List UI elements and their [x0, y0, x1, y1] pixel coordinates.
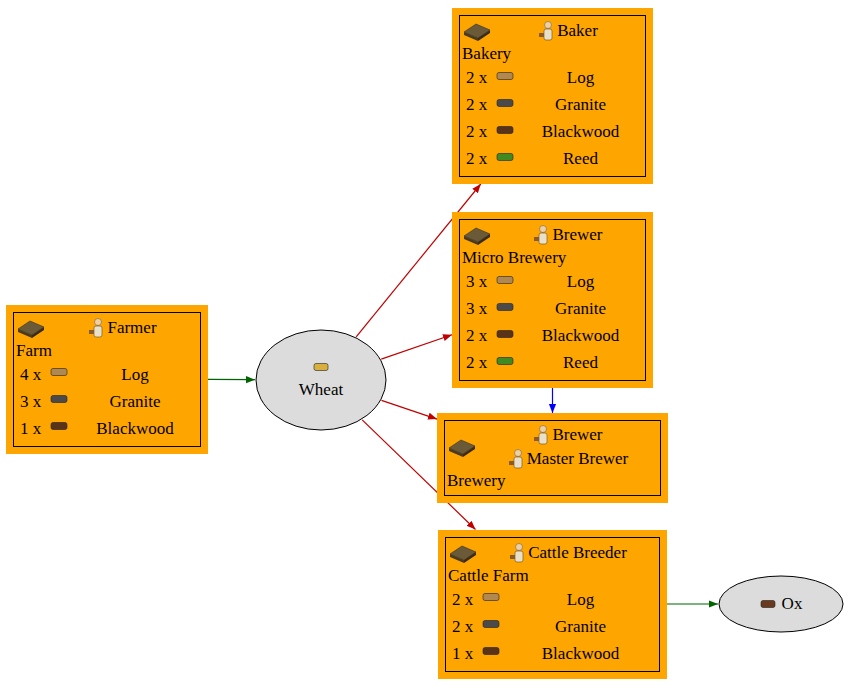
cost-material: Granite [508, 613, 657, 640]
inner-frame: BrewerMicro Brewery3 xLog3 xGranite2 xBl… [459, 219, 646, 381]
worker-icon [87, 317, 105, 339]
cost-amount: 3 x [462, 295, 496, 322]
worker-name: Cattle Breeder [528, 543, 627, 563]
cost-amount: 1 x [16, 415, 50, 442]
material-icon [496, 69, 514, 83]
flow-arrow [667, 603, 718, 604]
inner-frame: BakerBakery2 xLog2 xGranite2 xBlackwood2… [459, 15, 646, 177]
material-icon [496, 96, 514, 110]
worker-icon [508, 542, 526, 564]
worker-name: Baker [557, 21, 598, 41]
ware-ellipse: Wheat [255, 329, 387, 431]
building-box: FarmerFarm4 x Log 3 x Granite 1 x Blackwood [6, 305, 208, 454]
building-name: Cattle Farm [448, 566, 657, 586]
material-icon [496, 300, 514, 314]
flow-arrow [208, 379, 255, 380]
worker-name: Brewer [552, 225, 602, 245]
material-icon [482, 590, 500, 604]
building-name: Micro Brewery [462, 248, 643, 268]
building-box: Cattle BreederCattle Farm2 xLog2 xGranit… [438, 530, 667, 679]
material-icon [50, 365, 68, 379]
worker-icon [532, 224, 550, 246]
cost-material: Granite [522, 91, 643, 118]
material-icon [482, 644, 500, 658]
cost-amount: 2 x [448, 586, 482, 613]
cost-amount: 2 x [462, 64, 496, 91]
worker-icon [532, 424, 550, 446]
flow-arrow [381, 335, 452, 359]
material-icon [496, 150, 514, 164]
worker-icon [507, 448, 525, 470]
flow-arrow [552, 388, 553, 413]
material-icon [496, 273, 514, 287]
cost-amount: 4 x [16, 361, 50, 388]
material-icon [50, 392, 68, 406]
cost-material: Blackwood [508, 640, 657, 667]
worker-name: Master Brewer [527, 449, 629, 469]
ware-icon [313, 360, 329, 374]
material-icon [482, 617, 500, 631]
ware-name: Ox [782, 594, 803, 614]
building-box: BakerBakery2 xLog2 xGranite2 xBlackwood2… [452, 8, 653, 184]
building-name: Bakery [462, 44, 643, 64]
cost-material: Granite [522, 295, 643, 322]
building-icon [462, 224, 492, 246]
worker-name: Brewer [552, 425, 602, 445]
worker-icon [537, 20, 555, 42]
flow-arrow [381, 400, 437, 419]
ware-icon [760, 597, 776, 611]
material-icon [496, 354, 514, 368]
building-name: Farm [16, 341, 198, 361]
cost-material: Blackwood [522, 118, 643, 145]
cost-amount: 1 x [448, 640, 482, 667]
cost-material: Log [76, 361, 198, 388]
building-name: Brewery [447, 471, 658, 491]
inner-frame: Cattle BreederCattle Farm2 xLog2 xGranit… [445, 537, 660, 672]
cost-material: Reed [522, 349, 643, 376]
ware-name: Wheat [299, 380, 343, 400]
cost-amount: 2 x [462, 349, 496, 376]
building-icon [16, 317, 46, 339]
building-icon [462, 20, 492, 42]
worker-name: Farmer [107, 318, 156, 338]
ware-ellipse: Ox [718, 575, 844, 633]
cost-material: Reed [522, 145, 643, 172]
ellipse-outline [718, 575, 844, 633]
cost-amount: 2 x [462, 145, 496, 172]
building-icon [447, 436, 477, 458]
cost-amount: 2 x [462, 91, 496, 118]
cost-amount: 2 x [448, 613, 482, 640]
material-icon [50, 419, 68, 433]
cost-material: Blackwood [76, 415, 198, 442]
cost-amount: 3 x [462, 268, 496, 295]
cost-material: Log [522, 64, 643, 91]
building-box: BrewerMaster BrewerBrewery [437, 413, 668, 503]
inner-frame: BrewerMaster BrewerBrewery [444, 420, 661, 496]
material-icon [496, 327, 514, 341]
cost-material: Blackwood [522, 322, 643, 349]
cost-material: Log [508, 586, 657, 613]
cost-material: Granite [76, 388, 198, 415]
cost-material: Log [522, 268, 643, 295]
building-icon [448, 542, 478, 564]
building-box: BrewerMicro Brewery3 xLog3 xGranite2 xBl… [452, 212, 653, 388]
cost-amount: 2 x [462, 118, 496, 145]
cost-amount: 2 x [462, 322, 496, 349]
cost-amount: 3 x [16, 388, 50, 415]
material-icon [496, 123, 514, 137]
inner-frame: FarmerFarm4 x Log 3 x Granite 1 x Blackwood [13, 312, 201, 447]
